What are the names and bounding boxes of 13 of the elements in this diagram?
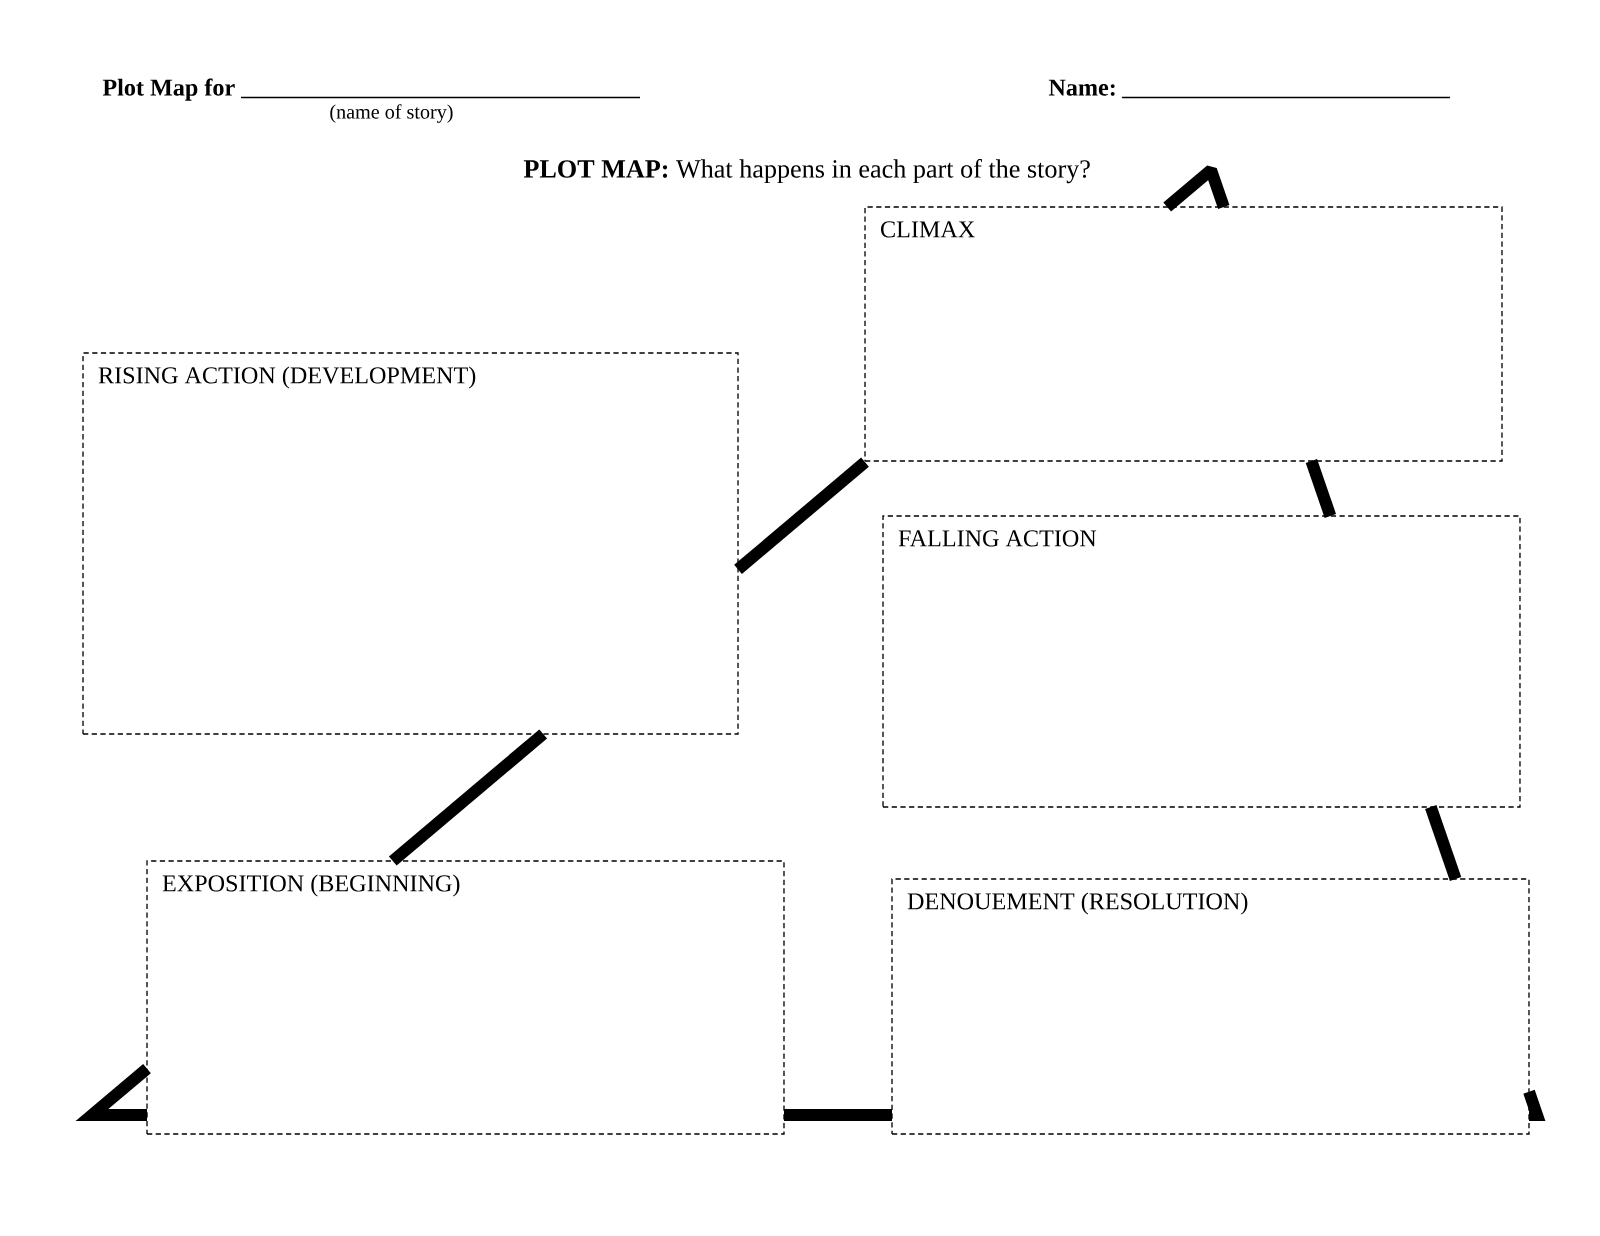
answer-box: FALLING ACTION xyxy=(882,515,1521,808)
title: PLOT MAP: What happens in each part of the story? xyxy=(523,159,1090,184)
plot-line xyxy=(734,457,869,575)
plot-line xyxy=(784,1109,892,1121)
answer-box: EXPOSITION (BEGINNING) xyxy=(146,860,785,1135)
heading-label: Plot Map for xyxy=(102,78,235,101)
heading-label: Name: xyxy=(1048,79,1115,96)
answer-box: CLIMAX xyxy=(864,206,1503,462)
answer-box: RISING ACTION (DEVELOPMENT) xyxy=(82,352,739,735)
caption-label: (name of story) xyxy=(330,104,453,123)
plot-line xyxy=(1305,459,1337,518)
plot-line xyxy=(1425,805,1462,881)
answer-box: DENOUEMENT (RESOLUTION) xyxy=(891,878,1530,1135)
